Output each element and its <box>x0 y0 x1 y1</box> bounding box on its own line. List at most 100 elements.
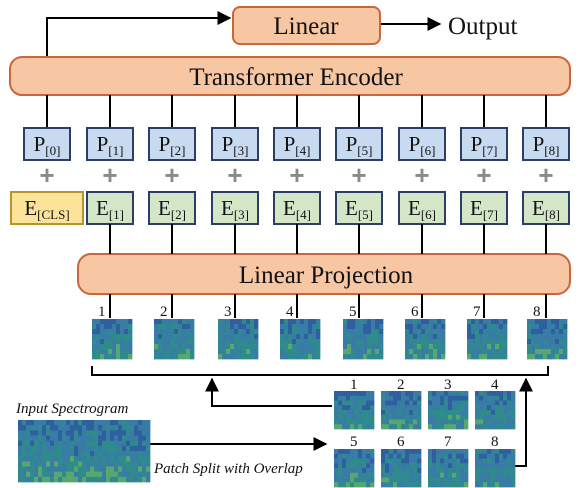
grid-number: 4 <box>491 377 499 393</box>
grid-patch-image <box>475 391 516 430</box>
grid-number: 7 <box>444 434 452 450</box>
linear-projection-box <box>77 253 571 295</box>
transformer-encoder-label: Transformer Encoder <box>189 64 403 91</box>
position-token-label: P[5] <box>346 132 373 158</box>
patch-number: 1 <box>98 304 106 320</box>
position-token: P[8] <box>522 127 570 161</box>
patch-image <box>218 319 259 360</box>
input-spectrogram-caption: Input Spectrogram <box>15 401 129 417</box>
embedding-token: E[6] <box>398 191 446 225</box>
embedding-token-label: E[6] <box>408 196 436 222</box>
cls-token: E[CLS] <box>10 191 84 225</box>
grid-number: 5 <box>350 434 358 450</box>
token-columns: P[0]+E[CLS]P[1]+E[1]P[2]+E[2]P[3]+E[3]P[… <box>10 95 570 254</box>
patch-number: 7 <box>473 304 481 320</box>
plus-icon: + <box>476 160 491 190</box>
embedding-token-label: E[5] <box>345 196 373 222</box>
cls-token-label: E[CLS] <box>24 196 69 222</box>
input-spectrogram-image <box>18 420 151 483</box>
cls-token-box <box>10 191 84 225</box>
position-token-label: P[3] <box>222 132 249 158</box>
patch-image <box>527 319 568 360</box>
position-token-box <box>460 127 508 161</box>
connectors <box>46 11 549 467</box>
position-token-box <box>211 127 259 161</box>
plus-icon: + <box>164 160 179 190</box>
position-token: P[5] <box>335 127 383 161</box>
plus-icon: + <box>227 160 242 190</box>
embedding-token-box <box>522 191 570 225</box>
grid-number: 6 <box>397 434 405 450</box>
patch-image <box>154 319 195 360</box>
patch-image <box>92 319 133 360</box>
linear-label: Linear <box>273 13 339 40</box>
plus-icon: + <box>289 160 304 190</box>
embedding-token-label: E[3] <box>221 196 249 222</box>
grid-patch-image <box>334 391 375 430</box>
position-token: P[1] <box>86 127 134 161</box>
grid-patch-image <box>334 449 375 488</box>
embedding-token-label: E[7] <box>470 196 498 222</box>
patch-number: 4 <box>286 304 294 320</box>
position-token-box <box>398 127 446 161</box>
position-token: P[7] <box>460 127 508 161</box>
embedding-token-box <box>211 191 259 225</box>
patch-split-caption: Patch Split with Overlap <box>153 461 303 477</box>
position-token: P[6] <box>398 127 446 161</box>
grid-patch-image <box>381 391 422 430</box>
plus-icon: + <box>414 160 429 190</box>
position-token: P[3] <box>211 127 259 161</box>
grid-number: 1 <box>350 377 358 393</box>
position-token-label: P[8] <box>533 132 560 158</box>
position-token-box <box>148 127 196 161</box>
input-spectrogram <box>18 420 151 483</box>
position-token-box <box>86 127 134 161</box>
embedding-token: E[4] <box>273 191 321 225</box>
patch-image <box>343 319 384 360</box>
output-label: Output <box>448 13 518 40</box>
patch-image <box>405 319 446 360</box>
patch-image <box>467 319 508 360</box>
embedding-token-label: E[1] <box>96 196 124 222</box>
patch-number: 8 <box>533 304 541 320</box>
grid-number: 2 <box>397 377 405 393</box>
position-token-label: P[6] <box>409 132 436 158</box>
position-token: P[4] <box>273 127 321 161</box>
embedding-token-box <box>273 191 321 225</box>
position-token: P[0] <box>23 127 71 161</box>
plus-icon: + <box>538 160 553 190</box>
position-token-box <box>273 127 321 161</box>
grid-number: 3 <box>444 377 452 393</box>
position-token-box <box>23 127 71 161</box>
embedding-token: E[5] <box>335 191 383 225</box>
position-token: P[2] <box>148 127 196 161</box>
patch-number: 6 <box>411 304 419 320</box>
linear-projection-label: Linear Projection <box>239 262 414 289</box>
linear-box <box>232 6 381 45</box>
embedding-token-label: E[2] <box>158 196 186 222</box>
grid-number: 8 <box>491 434 499 450</box>
patch-grid: 1 5 2 6 3 7 4 8 <box>334 377 516 488</box>
position-token-label: P[1] <box>97 132 124 158</box>
embedding-token: E[1] <box>86 191 134 225</box>
patch-number: 3 <box>224 304 232 320</box>
position-token-label: P[0] <box>34 132 61 158</box>
position-token-label: P[2] <box>159 132 186 158</box>
grid-to-patches-arrow <box>205 377 332 407</box>
transformer-encoder-box <box>9 56 571 96</box>
grid-to-patches-right-arrow <box>514 377 533 467</box>
embedding-token: E[7] <box>460 191 508 225</box>
grid-patch-image <box>428 449 469 488</box>
grid-patch-image <box>428 391 469 430</box>
embedding-token: E[8] <box>522 191 570 225</box>
embedding-token-label: E[8] <box>532 196 560 222</box>
position-token-box <box>335 127 383 161</box>
position-token-label: P[4] <box>284 132 311 158</box>
position-token-label: P[7] <box>471 132 498 158</box>
grid-patch-image <box>381 449 422 488</box>
embedding-token: E[3] <box>211 191 259 225</box>
patch-image <box>280 319 321 360</box>
